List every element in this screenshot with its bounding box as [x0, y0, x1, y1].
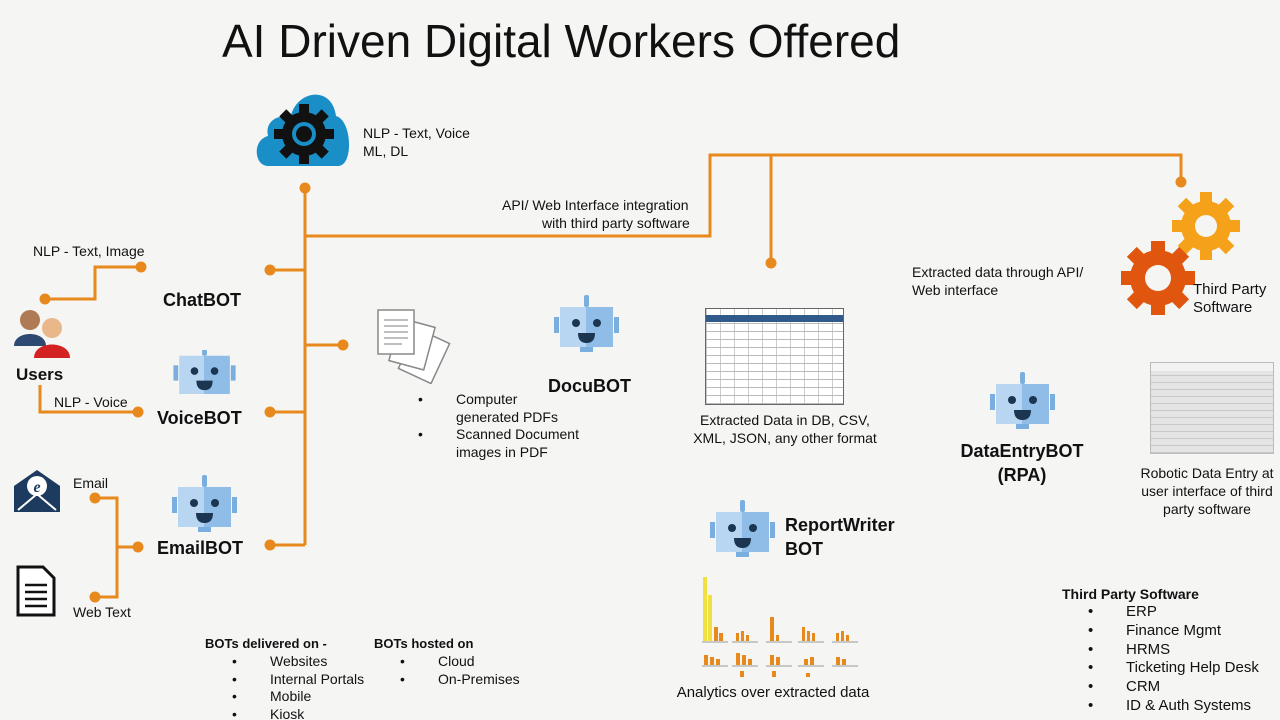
- third-party-label: Third Party Software: [1193, 281, 1266, 317]
- svg-text:e: e: [33, 479, 40, 496]
- dataentrybot-label-1: DataEntryBOT: [960, 441, 1084, 461]
- email-icon: e: [14, 470, 60, 512]
- web-text-label: Web Text: [73, 604, 131, 620]
- hosted-item: Cloud: [400, 653, 520, 671]
- web-text-document-icon: [16, 565, 56, 617]
- robotic-caption-2: user interface of third: [1141, 483, 1273, 499]
- third-party-gears-icon: [1121, 192, 1240, 315]
- bots-delivered-list: Websites Internal Portals Mobile Kiosk: [232, 653, 364, 720]
- bots-delivered-heading: BOTs delivered on -: [205, 636, 327, 651]
- reportwriter-label: ReportWriter BOT: [785, 513, 895, 561]
- reportwriter-label-1: ReportWriter: [785, 515, 895, 535]
- docubot-robot-icon: [554, 295, 619, 352]
- bots-delivered-section: BOTs delivered on - Websites Internal Po…: [205, 635, 364, 720]
- bots-hosted-list: Cloud On-Premises: [400, 653, 520, 689]
- cloud-label-1: NLP - Text, Voice: [363, 125, 470, 141]
- analytics-charts-image: [702, 577, 858, 677]
- third-party-item: ERP: [1088, 603, 1259, 622]
- voicebot-robot-icon: [173, 350, 236, 394]
- extracted-caption-2: XML, JSON, any other format: [693, 430, 877, 446]
- robotic-caption-3: party software: [1163, 501, 1251, 517]
- chatbot-label: ChatBOT: [163, 290, 241, 310]
- third-party-list: ERP Finance Mgmt HRMS Ticketing Help Des…: [1088, 603, 1259, 716]
- page-title: AI Driven Digital Workers Offered: [222, 15, 901, 67]
- third-party-list-heading: Third Party Software: [1062, 586, 1199, 602]
- email-label: Email: [73, 475, 109, 491]
- third-party-label-1: Third Party: [1193, 281, 1267, 298]
- emailbot-robot-icon: [172, 475, 237, 532]
- extracted-data-table-image: [705, 308, 844, 405]
- bots-hosted-section: BOTs hosted on Cloud On-Premises: [374, 635, 520, 688]
- dataentrybot-label-2: (RPA): [997, 465, 1047, 485]
- api-label-2: with third party software: [542, 215, 690, 231]
- emailbot-label: EmailBOT: [157, 538, 244, 558]
- third-party-item: ID & Auth Systems: [1088, 697, 1259, 716]
- users-label: Users: [16, 365, 64, 384]
- delivered-item: Kiosk: [232, 706, 364, 720]
- extracted-caption-1: Extracted Data in DB, CSV,: [700, 412, 870, 428]
- third-party-software-section: Third Party Software ERP Finance Mgmt HR…: [1062, 585, 1259, 716]
- reportwriter-robot-icon: [710, 500, 775, 557]
- nlp-voice-label: NLP - Voice: [54, 394, 128, 410]
- voicebot-label: VoiceBOT: [157, 408, 242, 428]
- third-party-ui-screenshot: [1150, 362, 1274, 454]
- robotic-entry-caption: Robotic Data Entry at user interface of …: [1132, 464, 1280, 518]
- delivered-item: Internal Portals: [232, 671, 364, 689]
- api-label-1: API/ Web Interface integration: [502, 197, 689, 213]
- delivered-item: Websites: [232, 653, 364, 671]
- dataentrybot-robot-icon: [990, 372, 1055, 429]
- nlp-text-image-label: NLP - Text, Image: [33, 243, 145, 259]
- robotic-caption-1: Robotic Data Entry at: [1140, 465, 1274, 481]
- documents-icon: [377, 309, 451, 384]
- docu-input-list: Computer generated PDFs Scanned Document…: [418, 391, 596, 461]
- docu-item: Scanned Document images in PDF: [418, 426, 591, 461]
- cloud-label-2: ML, DL: [363, 143, 409, 159]
- delivered-item: Mobile: [232, 688, 364, 706]
- reportwriter-label-2: BOT: [785, 539, 823, 559]
- dataentrybot-label: DataEntryBOT (RPA): [942, 439, 1102, 487]
- api-extract-2: Web interface: [912, 282, 999, 298]
- api-extract-1: Extracted data through API/: [912, 264, 1084, 280]
- third-party-item: Ticketing Help Desk: [1088, 659, 1259, 678]
- api-extract-label: Extracted data through API/ Web interfac…: [912, 263, 1083, 299]
- docu-item: Computer generated PDFs: [418, 391, 576, 426]
- third-party-item: Finance Mgmt: [1088, 622, 1259, 641]
- bots-hosted-heading: BOTs hosted on: [374, 636, 474, 651]
- third-party-item: HRMS: [1088, 641, 1259, 660]
- users-icon: [14, 310, 70, 358]
- hosted-item: On-Premises: [400, 671, 520, 689]
- analytics-caption: Analytics over extracted data: [676, 684, 870, 701]
- cloud-gear-icon: [256, 94, 350, 166]
- extracted-data-caption: Extracted Data in DB, CSV, XML, JSON, an…: [680, 411, 890, 447]
- third-party-label-2: Software: [1193, 299, 1253, 316]
- third-party-item: CRM: [1088, 678, 1259, 697]
